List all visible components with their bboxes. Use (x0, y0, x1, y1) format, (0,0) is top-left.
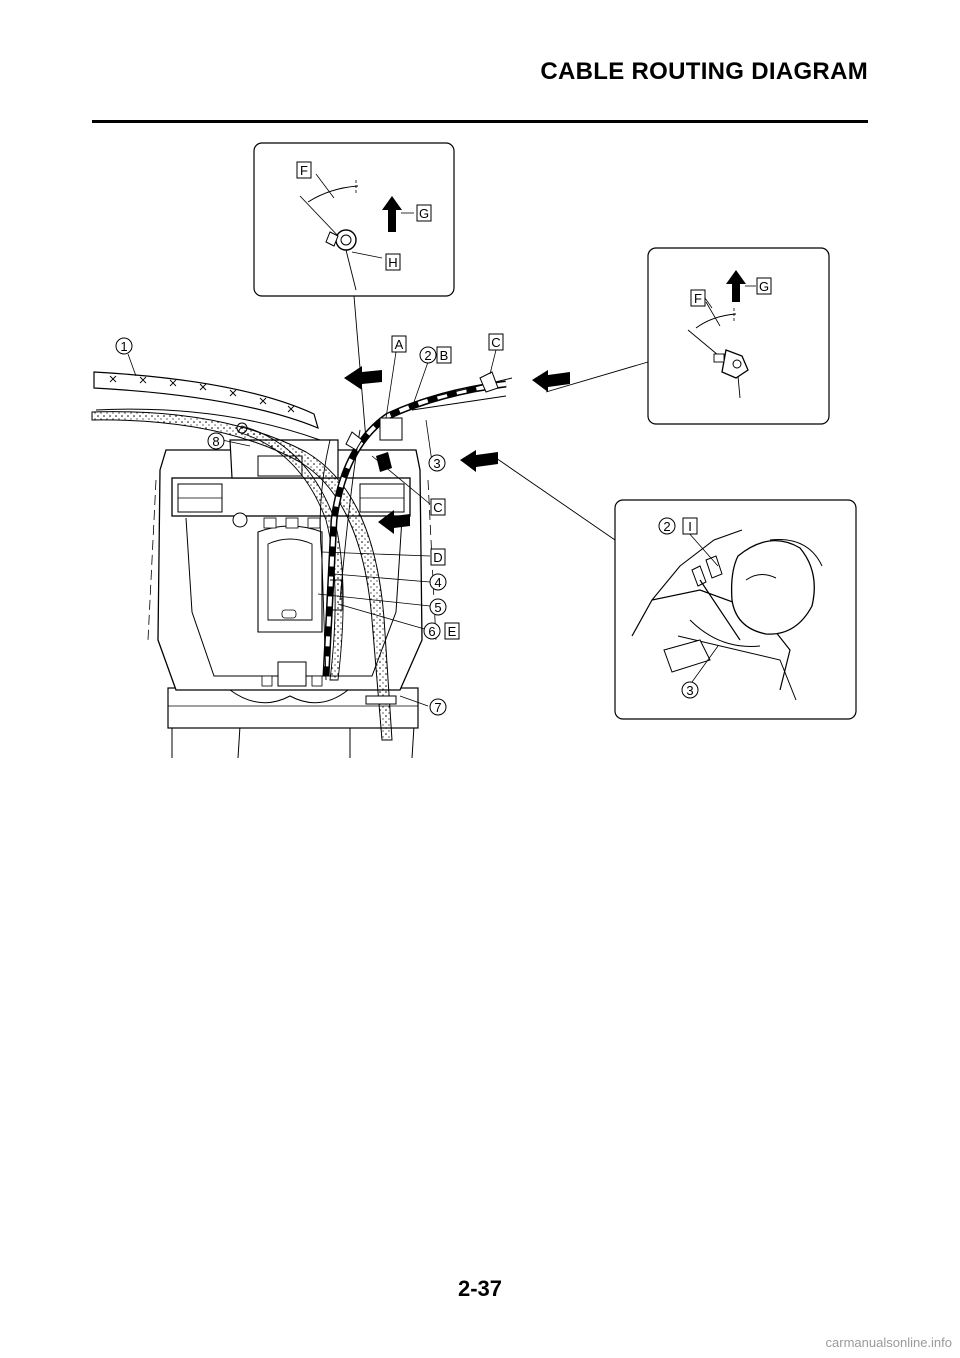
callout-letter-G: G (756, 277, 772, 295)
callout-letter-A: A (391, 335, 407, 353)
callout-label: A (395, 337, 404, 352)
detail-view-bottom (614, 499, 857, 720)
callout-label: 2 (663, 519, 670, 534)
callout-label: 8 (212, 434, 219, 449)
callout-label: 3 (686, 683, 693, 698)
callout-label: D (433, 550, 442, 565)
callout-number-5: 5 (429, 598, 447, 616)
callout-label: F (694, 291, 702, 306)
callout-number-7: 7 (429, 698, 447, 716)
callout-label: 6 (428, 624, 435, 639)
callout-label: I (688, 519, 692, 534)
callout-number-3: 3 (681, 681, 699, 699)
callout-label: 7 (434, 700, 441, 715)
callout-label: 1 (120, 339, 127, 354)
callout-label: 2 (424, 348, 431, 363)
callout-letter-D: D (430, 548, 446, 566)
callout-number-2: 2 (419, 346, 437, 364)
callout-letter-E: E (444, 622, 460, 640)
callout-label: 5 (434, 600, 441, 615)
callout-number-8: 8 (207, 432, 225, 450)
callout-number-4: 4 (429, 573, 447, 591)
header-rule (92, 120, 868, 123)
detail-view-top (253, 142, 455, 297)
callout-letter-H: H (385, 253, 401, 271)
callout-letter-F: F (296, 161, 312, 179)
callout-label: H (388, 255, 397, 270)
callout-label: 4 (434, 575, 441, 590)
callout-label: C (433, 500, 442, 515)
watermark: carmanualsonline.info (825, 1335, 952, 1350)
detail-view-right (647, 247, 830, 425)
callouts: 1 2 3 4 5 6 7 8 2 3 A B C C D E F G H F G I (115, 161, 772, 716)
callout-letter-B: B (436, 346, 452, 364)
callout-label: G (759, 279, 769, 294)
callout-label: 3 (433, 456, 440, 471)
callout-letter-C: C (488, 333, 504, 351)
callout-label: B (440, 348, 449, 363)
callout-label: E (448, 624, 457, 639)
callout-number-6: 6 (423, 622, 441, 640)
callout-letter-F: F (690, 289, 706, 307)
page-title: CABLE ROUTING DIAGRAM (540, 58, 868, 85)
callout-letter-G: G (416, 204, 432, 222)
page-number: 2-37 (457, 1276, 503, 1301)
callout-number-1: 1 (115, 337, 133, 355)
callout-number-2: 2 (658, 517, 676, 535)
callout-letter-I: I (682, 517, 698, 535)
callout-label: F (300, 163, 308, 178)
main-view (91, 349, 570, 759)
callout-number-3: 3 (428, 454, 446, 472)
callout-label: G (419, 206, 429, 221)
callout-letter-C: C (430, 498, 446, 516)
callout-label: C (491, 335, 500, 350)
